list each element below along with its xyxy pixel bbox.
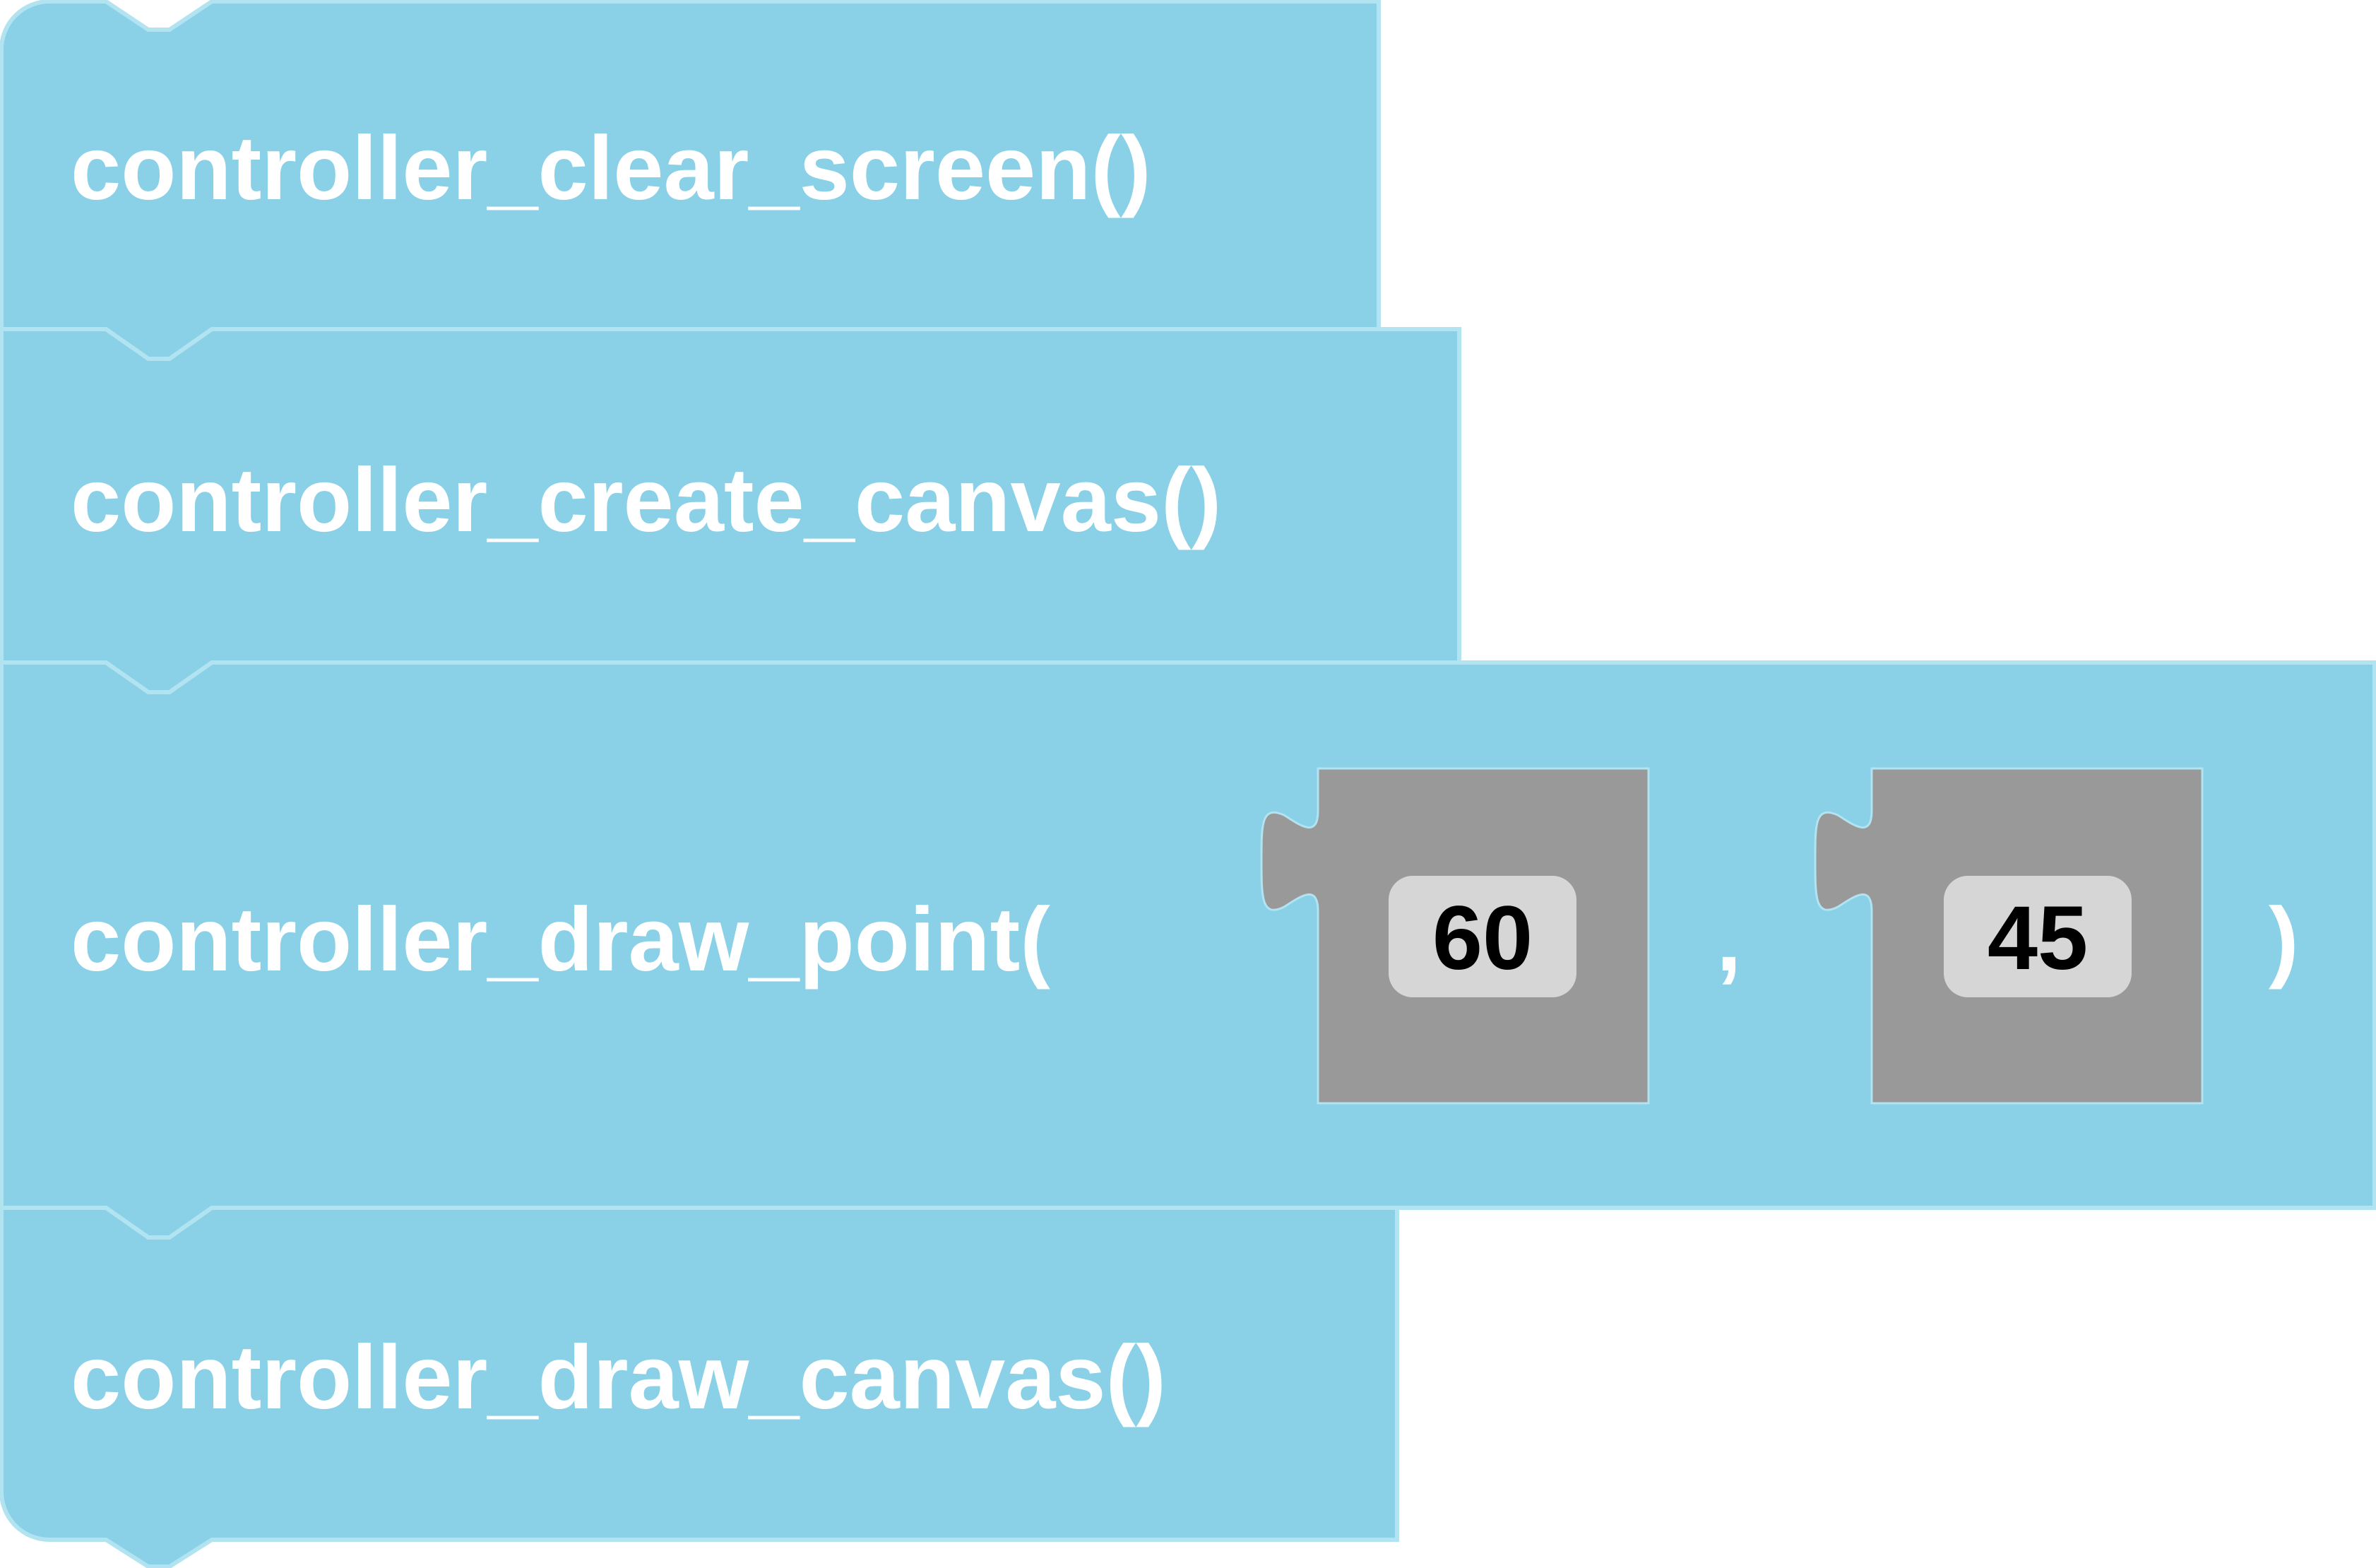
block-label: controller_draw_point(	[71, 889, 1050, 990]
block-label: controller_create_canvas()	[71, 450, 1221, 551]
block-label: controller_clear_screen()	[71, 118, 1151, 219]
block-controller-draw-canvas[interactable]: controller_draw_canvas()	[0, 1206, 1399, 1568]
number-value-y: 45	[1988, 888, 2088, 989]
argument-socket-y[interactable]: 45	[1814, 767, 2204, 1105]
argument-separator: ,	[1716, 889, 1742, 990]
block-controller-draw-point[interactable]: controller_draw_point( 60 , 45 )	[0, 660, 2376, 1240]
number-value-x: 60	[1432, 888, 1533, 989]
block-controller-create-canvas[interactable]: controller_create_canvas()	[0, 327, 1461, 694]
argument-socket-x[interactable]: 60	[1260, 767, 1650, 1105]
closing-paren: )	[2269, 889, 2299, 990]
block-controller-clear-screen[interactable]: controller_clear_screen()	[0, 0, 1381, 361]
number-field-y[interactable]	[1944, 876, 2132, 997]
block-label: controller_draw_canvas()	[71, 1327, 1166, 1428]
block-body[interactable]	[0, 1206, 1399, 1568]
number-field-x[interactable]	[1389, 876, 1576, 997]
